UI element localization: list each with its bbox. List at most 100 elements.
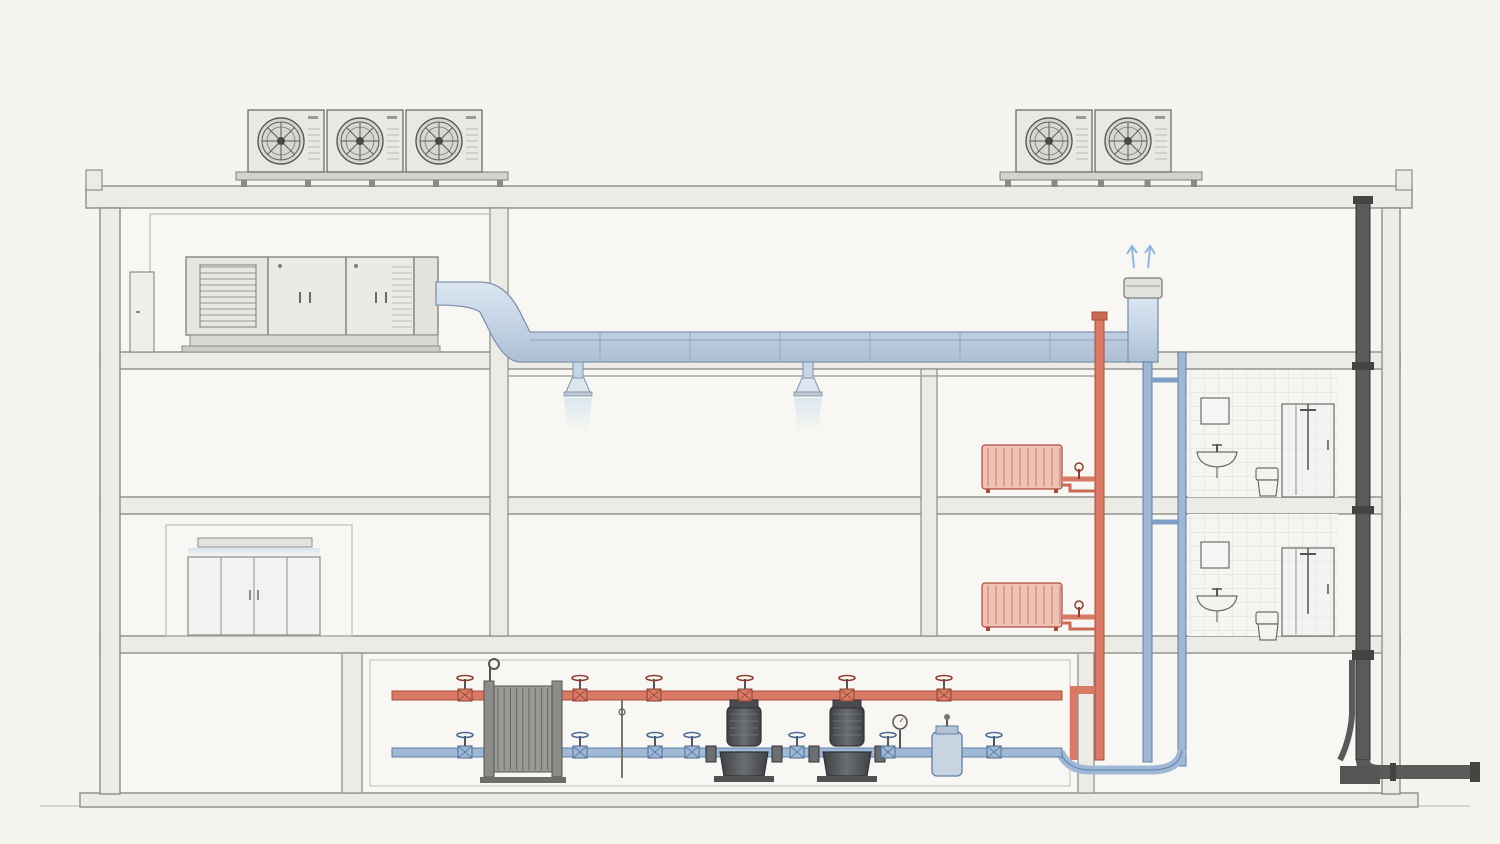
fan-icon: [257, 117, 305, 165]
rack-leg: [433, 180, 439, 187]
fan-icon: [1104, 117, 1152, 165]
rack-leg: [1098, 180, 1104, 187]
heating-supply-riser: [1070, 311, 1108, 761]
radiators: [981, 444, 1095, 631]
valve-handwheel-icon: [456, 731, 474, 759]
rack-leg: [1005, 180, 1011, 187]
pump-icon: [705, 690, 783, 782]
pressure-gauge-icon: [892, 714, 908, 748]
louver-icon: [199, 264, 257, 328]
foundation-slab: [79, 792, 1419, 808]
isolation-valves: [456, 674, 1003, 759]
rack-leg: [241, 180, 247, 187]
sewer-connection: [1470, 762, 1480, 782]
fan-icon: [336, 117, 384, 165]
domestic-water-riser: [1177, 351, 1187, 767]
supply-air-duct: [435, 244, 1163, 377]
valve-handwheel-icon: [571, 674, 589, 702]
air-curtain: [197, 537, 313, 548]
exhaust-riser-duct: [1127, 295, 1159, 363]
air-diffusers: [563, 361, 823, 432]
radiator: [981, 444, 1095, 493]
air-handling-unit: [181, 256, 441, 353]
mechanical-room: [391, 658, 1063, 783]
condenser-rack: [235, 171, 509, 181]
valve-handwheel-icon: [456, 674, 474, 702]
valve-handwheel-icon: [1074, 462, 1084, 479]
rack-leg: [369, 180, 375, 187]
exterior-wall-left: [99, 207, 121, 795]
bathroom: [1188, 370, 1338, 498]
valve-handwheel-icon: [879, 731, 897, 759]
valve-handwheel-icon: [683, 731, 701, 759]
condenser-unit: [1015, 109, 1093, 173]
airflow-arrow-icon: [1126, 244, 1156, 269]
pump-icon: [808, 690, 886, 782]
condenser-unit: [247, 109, 325, 173]
toilet-icon: [1255, 611, 1279, 641]
bathrooms: [1188, 370, 1338, 641]
drain-valve-icon: [618, 700, 626, 778]
condenser-unit: [1094, 109, 1172, 173]
condenser-unit: [326, 109, 404, 173]
vent-cap: [1353, 196, 1373, 204]
valve-handwheel-icon: [935, 674, 953, 702]
valve-handwheel-icon: [646, 731, 664, 759]
rack-leg: [1191, 180, 1197, 187]
circulation-pumps: [705, 690, 886, 782]
valve-handwheel-icon: [736, 674, 754, 702]
plate-heat-exchanger: [480, 658, 566, 783]
diffuser-icon: [563, 361, 593, 432]
valve-handwheel-icon: [985, 731, 1003, 759]
valve-handwheel-icon: [645, 674, 663, 702]
valve-handwheel-icon: [788, 731, 806, 759]
valve-handwheel-icon: [571, 731, 589, 759]
mirror: [1200, 541, 1230, 569]
ahu-base-frame: [189, 334, 439, 347]
diffuser-icon: [793, 361, 823, 432]
return-water-piping: [1055, 351, 1187, 775]
column-a: [489, 207, 509, 637]
plantroom-door: [129, 271, 155, 353]
rack-leg: [305, 180, 311, 187]
sink-icon: [1196, 588, 1238, 622]
roof-slab: [85, 185, 1413, 209]
hot-water-header: [391, 690, 1063, 701]
bathroom: [1188, 514, 1338, 641]
drain-trap: [1340, 766, 1380, 784]
mirror: [1200, 397, 1230, 425]
valve-handwheel-icon: [838, 674, 856, 702]
entrance-doors: [165, 524, 353, 637]
exterior-wall-right: [1381, 207, 1401, 795]
ahu-filter-section: [267, 256, 347, 336]
fan-icon: [415, 117, 463, 165]
drain-stack: [1337, 196, 1480, 784]
toilet-icon: [1255, 467, 1279, 497]
rack-leg: [497, 180, 503, 187]
roof-exhaust-cowl: [1123, 277, 1163, 299]
fan-icon: [1025, 117, 1073, 165]
radiator: [981, 582, 1095, 631]
rooftop-condenser-units: [235, 109, 1203, 187]
rack-leg: [1144, 180, 1151, 187]
rack-leg: [1051, 180, 1058, 187]
ahu-discharge: [413, 256, 439, 336]
soil-stack-pipe: [1355, 199, 1371, 761]
parapet-left: [85, 169, 103, 191]
shower-icon: [1281, 547, 1335, 637]
hot-water-riser: [1094, 317, 1105, 761]
sink-icon: [1196, 444, 1238, 478]
floor-slab-1: [99, 635, 1401, 654]
air-dirt-separator: [931, 714, 963, 777]
valve-handwheel-icon: [1074, 600, 1084, 617]
shower-icon: [1281, 403, 1335, 498]
parapet-right: [1395, 169, 1413, 191]
floor-slab-2: [99, 496, 1401, 515]
return-water-riser: [1142, 361, 1153, 763]
basement-wall-left: [341, 652, 363, 794]
column-b: [920, 368, 938, 637]
condenser-unit: [405, 109, 483, 173]
condenser-rack: [999, 171, 1203, 181]
